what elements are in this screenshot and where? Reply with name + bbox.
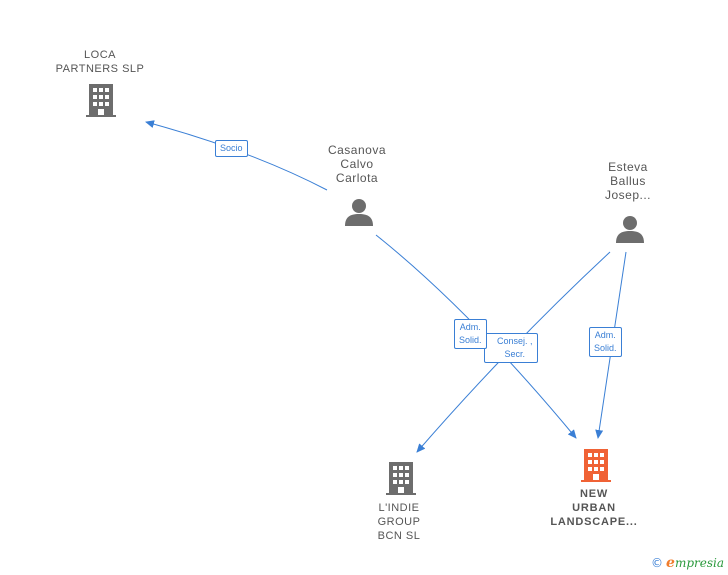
edge-label-socio[interactable]: Socio xyxy=(215,140,248,157)
loca-label-line: LOCA xyxy=(84,49,116,61)
lindie-label[interactable]: L'INDIE GROUP BCN SL xyxy=(354,501,444,543)
esteva-label[interactable]: Esteva Ballus Josep... xyxy=(583,160,673,202)
edge-label-consej[interactable]: Consej. , Secr. xyxy=(484,333,538,363)
loca-label-line: PARTNERS SLP xyxy=(55,63,145,75)
newurban-building-icon[interactable] xyxy=(581,449,611,482)
newurban-label-line: LANDSCAPE... xyxy=(550,516,638,528)
esteva-person-icon[interactable] xyxy=(616,216,644,243)
lindie-building-icon[interactable] xyxy=(386,462,416,495)
casanova-label-line: Carlota xyxy=(335,171,379,185)
loca-building-icon[interactable] xyxy=(86,84,116,117)
lindie-label-line: GROUP xyxy=(377,516,421,528)
casanova-label-line: Calvo xyxy=(340,157,374,171)
casanova-label[interactable]: Casanova Calvo Carlota xyxy=(312,143,402,185)
esteva-label-line: Esteva xyxy=(608,160,648,174)
edge-label-line: Consej. , xyxy=(497,336,533,346)
casanova-person-icon[interactable] xyxy=(345,199,373,226)
esteva-label-line: Josep... xyxy=(604,188,652,202)
brand-name: mpresia xyxy=(674,556,724,570)
empresia-brand: ©empresia xyxy=(651,555,724,571)
edge-label-adm-casanova[interactable]: Adm. Solid. xyxy=(454,319,487,349)
lindie-label-line: BCN SL xyxy=(377,530,421,542)
edge-label-adm-esteva[interactable]: Adm. Solid. xyxy=(589,327,622,357)
newurban-label[interactable]: NEW URBAN LANDSCAPE... xyxy=(534,487,654,529)
newurban-label-line: NEW xyxy=(579,488,609,500)
copyright-icon: © xyxy=(651,556,664,570)
casanova-label-line: Casanova xyxy=(327,143,387,157)
edge-label-line: Adm. xyxy=(594,330,616,340)
loca-label[interactable]: LOCA PARTNERS SLP xyxy=(45,48,155,76)
edge-label-line: Secr. xyxy=(504,349,526,359)
esteva-label-line: Ballus xyxy=(610,174,646,188)
lindie-label-line: L'INDIE xyxy=(378,502,420,514)
edge-label-line: Socio xyxy=(220,143,243,153)
brand-initial: e xyxy=(666,555,675,571)
newurban-label-line: URBAN xyxy=(572,502,616,514)
edge-label-line: Solid. xyxy=(459,335,482,345)
edge-label-line: Adm. xyxy=(459,322,481,332)
edge-label-line: Solid. xyxy=(594,343,617,353)
